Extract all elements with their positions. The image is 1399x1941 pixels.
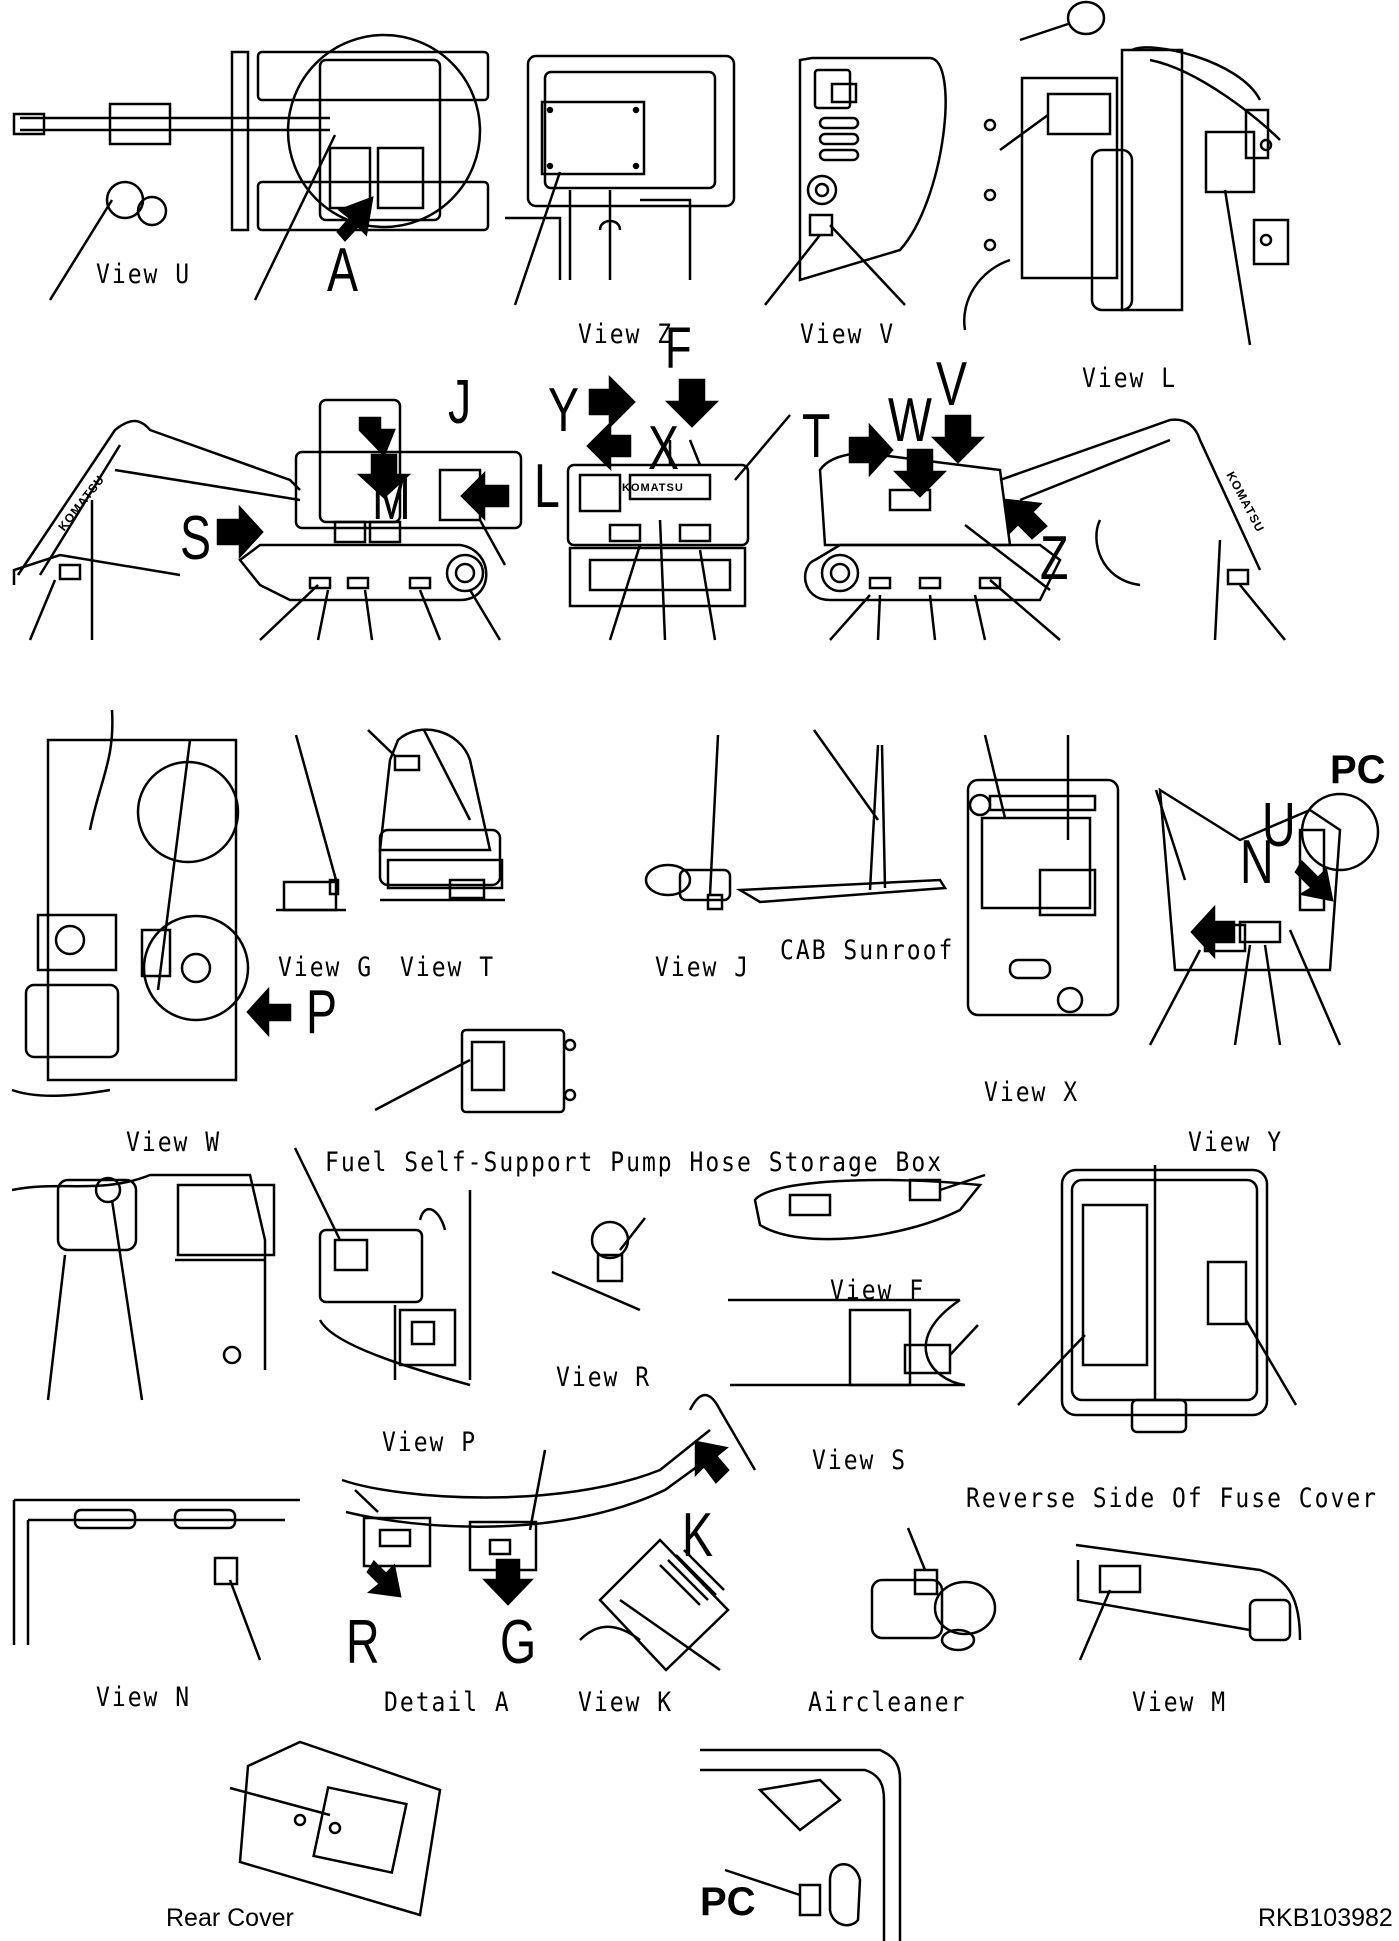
view-t-drawing <box>367 728 505 902</box>
view-y-label: View Y <box>1188 1128 1284 1158</box>
arrow-letter-x: X <box>648 414 680 483</box>
arrow-letter-j: J <box>448 368 472 437</box>
arrow-letter-p: P <box>306 978 338 1047</box>
view-x-label: View X <box>984 1078 1080 1108</box>
view-f-label: View F <box>830 1276 926 1306</box>
view-n-lower-drawing <box>12 1498 300 1661</box>
arrow-letter-f: F <box>665 316 692 381</box>
view-k-label: View K <box>578 1688 674 1718</box>
view-m-drawing <box>1075 1543 1302 1661</box>
view-v-label: View V <box>800 320 896 350</box>
view-r-drawing <box>551 1217 646 1312</box>
view-w-drawing <box>11 709 292 1097</box>
pc-bottom-drawing <box>700 1748 902 1941</box>
arrow-letter-g: G <box>500 1608 537 1677</box>
arrow-letter-n: N <box>1240 828 1274 897</box>
view-s-label: View S <box>812 1446 908 1476</box>
aircleaner-drawing <box>870 1527 997 1652</box>
view-u-label: View U <box>96 260 192 290</box>
view-y-fuse-cover-drawing <box>1017 1165 1298 1434</box>
fuel-storage-box-label: Fuel Self-Support Pump Hose Storage Box <box>325 1148 944 1178</box>
view-y-panel-drawing <box>1148 787 1380 1046</box>
view-j-drawing <box>644 734 732 911</box>
view-n-label: View N <box>96 1683 192 1713</box>
view-n-upper-drawing <box>11 1173 276 1401</box>
detail-a-label: Detail A <box>384 1688 511 1718</box>
pc-label-top: PC <box>1330 748 1386 792</box>
view-r-label: View R <box>556 1363 652 1393</box>
view-m-label: View M <box>1132 1688 1228 1718</box>
view-g-drawing <box>276 734 346 912</box>
view-z-label: View Z <box>578 320 674 350</box>
rear-cover-drawing <box>229 1740 442 1917</box>
arrow-letter-u: U <box>1262 791 1296 860</box>
view-p-label: View P <box>382 1428 478 1458</box>
view-v-drawing <box>764 56 947 306</box>
arrow-letter-z: Z <box>1040 524 1069 593</box>
view-j-label: View J <box>655 953 751 983</box>
arrow-letter-k: K <box>682 1501 714 1570</box>
view-f-drawing <box>753 1173 986 1241</box>
view-x-drawing <box>966 734 1120 1017</box>
view-l-drawing <box>962 0 1290 346</box>
arrow-letter-w: W <box>888 386 932 455</box>
view-u-drawing <box>12 33 490 301</box>
view-l-label: View L <box>1082 364 1178 394</box>
storage-box-drawing <box>374 1028 577 1114</box>
pc-label-bottom: PC <box>700 1880 756 1924</box>
arrow-letter-y: Y <box>548 376 580 445</box>
view-s-drawing <box>728 1298 979 1387</box>
arrow-letter-m: M <box>372 464 411 533</box>
cab-sunroof-drawing <box>735 729 948 904</box>
machine-right-side-drawing <box>803 414 1286 641</box>
brand-mark-rear: KOMATSU <box>622 482 684 494</box>
machine-left-side-drawing <box>12 398 523 641</box>
fuel-box-detail-drawing <box>293 1147 472 1387</box>
detail-a-drawing <box>341 1393 757 1606</box>
aircleaner-label: Aircleaner <box>808 1688 967 1718</box>
view-k-drawing <box>579 1538 730 1672</box>
arrow-letter-l: L <box>534 452 560 521</box>
drawing-number: RKB103982 <box>1258 1904 1393 1932</box>
arrow-letter-t: T <box>802 402 831 471</box>
arrow-letter-s: S <box>180 504 212 573</box>
arrow-letter-v: V <box>936 350 968 419</box>
fuse-cover-label: Reverse Side Of Fuse Cover <box>966 1484 1379 1514</box>
rear-cover-label: Rear Cover <box>166 1904 294 1932</box>
view-w-label: View W <box>126 1128 222 1158</box>
cab-sunroof-label: CAB Sunroof <box>780 936 955 966</box>
machine-rear-drawing <box>566 374 791 641</box>
arrow-letter-r: R <box>346 1608 380 1677</box>
view-t-label: View T <box>400 953 496 983</box>
arrow-letter-a: A <box>327 236 359 305</box>
view-z-drawing <box>505 54 736 306</box>
view-g-label: View G <box>278 953 374 983</box>
